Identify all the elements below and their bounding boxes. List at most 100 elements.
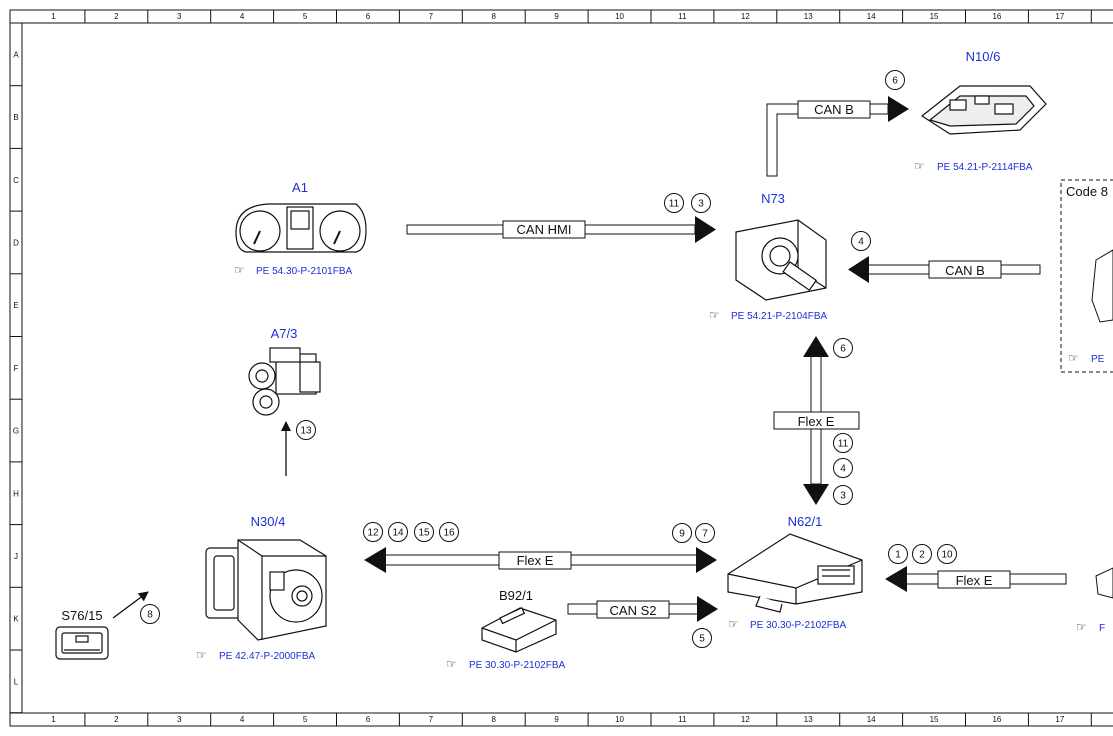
- marker-number: 5: [699, 634, 705, 645]
- marker-circle: [833, 338, 853, 358]
- grid-column-label: 14: [867, 12, 876, 21]
- partial-component-icon: [1091, 249, 1113, 323]
- grid-column-label: 7: [429, 715, 434, 724]
- marker-number: 11: [669, 199, 680, 210]
- signal-arrow-from-s76-15: [112, 591, 149, 619]
- can-b-right-label: CAN B: [945, 263, 985, 278]
- grid-column-label: 1: [51, 715, 56, 724]
- s76-15-switch-icon: [55, 626, 109, 660]
- n30-4-ref-link[interactable]: PE 42.47-P-2000FBA: [219, 651, 315, 662]
- hand-pointer-icon: ☞: [1068, 351, 1079, 365]
- marker-number: 6: [892, 76, 898, 87]
- marker-circle: [363, 522, 383, 542]
- can-s2-connection: CAN S2: [567, 596, 718, 622]
- a7-3-unit-icon: [248, 347, 321, 416]
- sam-module-icon: [920, 85, 1047, 135]
- grid-row-label: H: [13, 489, 19, 498]
- grid-row-label: K: [13, 615, 19, 624]
- marker-circle: [414, 522, 434, 542]
- grid-column-label: 13: [804, 715, 813, 724]
- code-box-ref-link[interactable]: PE: [1091, 354, 1105, 365]
- hand-pointer-icon: ☞: [196, 648, 207, 662]
- grid-column-label: 15: [930, 715, 939, 724]
- flex-e-vertical-connection: Flex E: [773, 336, 860, 505]
- marker-circle: [695, 523, 715, 543]
- grid-column-label: 10: [615, 12, 624, 21]
- marker-circle: [439, 522, 459, 542]
- grid-row-label: F: [14, 364, 19, 373]
- marker-number: 3: [840, 491, 846, 502]
- right-edge-ref-link[interactable]: F: [1099, 623, 1105, 634]
- grid-column-label: 16: [992, 715, 1001, 724]
- marker-circle: [912, 544, 932, 564]
- grid-row-label: E: [13, 301, 18, 310]
- code-box-label: Code 8: [1066, 184, 1108, 199]
- grid-row-label: D: [13, 238, 19, 247]
- n10-6-ref-link[interactable]: PE 54.21-P-2114FBA: [937, 162, 1033, 173]
- n30-4-label: N30/4: [251, 514, 286, 529]
- grid-column-label: 9: [554, 12, 559, 21]
- flex-e-right-label: Flex E: [956, 573, 993, 588]
- b92-1-label: B92/1: [499, 588, 533, 603]
- can-hmi-label: CAN HMI: [517, 222, 572, 237]
- grid-row-label: B: [13, 113, 18, 122]
- can-b-top-label: CAN B: [814, 102, 854, 117]
- can-b-top-connection: CAN B: [766, 96, 909, 177]
- marker-circle: [833, 458, 853, 478]
- marker-circle: [851, 231, 871, 251]
- marker-circle: [672, 523, 692, 543]
- n62-1-ref-link[interactable]: PE 30.30-P-2102FBA: [750, 620, 846, 631]
- hand-pointer-icon: ☞: [1076, 620, 1087, 634]
- marker-circle: [692, 628, 712, 648]
- grid-column-label: 10: [615, 715, 624, 724]
- grid-column-label: 4: [240, 715, 245, 724]
- hand-pointer-icon: ☞: [914, 159, 925, 173]
- n73-ref-link[interactable]: PE 54.21-P-2104FBA: [731, 311, 827, 322]
- marker-number: 1: [895, 550, 901, 561]
- marker-circle: [691, 193, 711, 213]
- ignition-switch-icon: [735, 219, 827, 301]
- grid-column-label: 12: [741, 12, 750, 21]
- grid-column-label: 2: [114, 715, 119, 724]
- marker-number: 9: [679, 529, 685, 540]
- hand-pointer-icon: ☞: [728, 617, 739, 631]
- marker-circle: [833, 433, 853, 453]
- marker-number: 2: [919, 550, 925, 561]
- column-ticks: 1122334455667788991010111112121313141415…: [51, 10, 1092, 726]
- grid-column-label: 6: [366, 12, 371, 21]
- s76-15-label: S76/15: [61, 608, 102, 623]
- grid-column-label: 1: [51, 12, 56, 21]
- grid-column-label: 9: [554, 715, 559, 724]
- grid-row-label: C: [13, 176, 19, 185]
- grid-row-label: A: [13, 50, 19, 59]
- n73-label: N73: [761, 191, 785, 206]
- marker-number: 11: [838, 439, 849, 450]
- marker-number: 12: [367, 528, 379, 539]
- a1-ref-link[interactable]: PE 54.30-P-2101FBA: [256, 266, 352, 277]
- flex-e-right-connection: Flex E: [885, 566, 1067, 592]
- marker-circle: [833, 485, 853, 505]
- esp-hydraulic-unit-icon: [205, 539, 327, 641]
- marker-circle: [140, 604, 160, 624]
- partial-component-icon: [1095, 567, 1113, 599]
- marker-number: 15: [418, 528, 430, 539]
- b92-1-ref-link[interactable]: PE 30.30-P-2102FBA: [469, 660, 565, 671]
- hand-pointer-icon: ☞: [709, 308, 720, 322]
- marker-circle: [888, 544, 908, 564]
- flex-e-vertical-label: Flex E: [798, 414, 835, 429]
- grid-column-label: 16: [992, 12, 1001, 21]
- grid-column-label: 8: [492, 12, 497, 21]
- a7-3-label: A7/3: [271, 326, 298, 341]
- grid-column-label: 12: [741, 715, 750, 724]
- marker-circle: [296, 420, 316, 440]
- hand-pointer-icon: ☞: [234, 263, 245, 277]
- grid-column-label: 17: [1055, 715, 1064, 724]
- n10-6-label: N10/6: [966, 49, 1001, 64]
- parktronic-module-icon: [727, 533, 863, 613]
- grid-column-label: 5: [303, 715, 308, 724]
- marker-circle: [388, 522, 408, 542]
- grid-column-label: 3: [177, 12, 182, 21]
- can-s2-label: CAN S2: [610, 603, 657, 618]
